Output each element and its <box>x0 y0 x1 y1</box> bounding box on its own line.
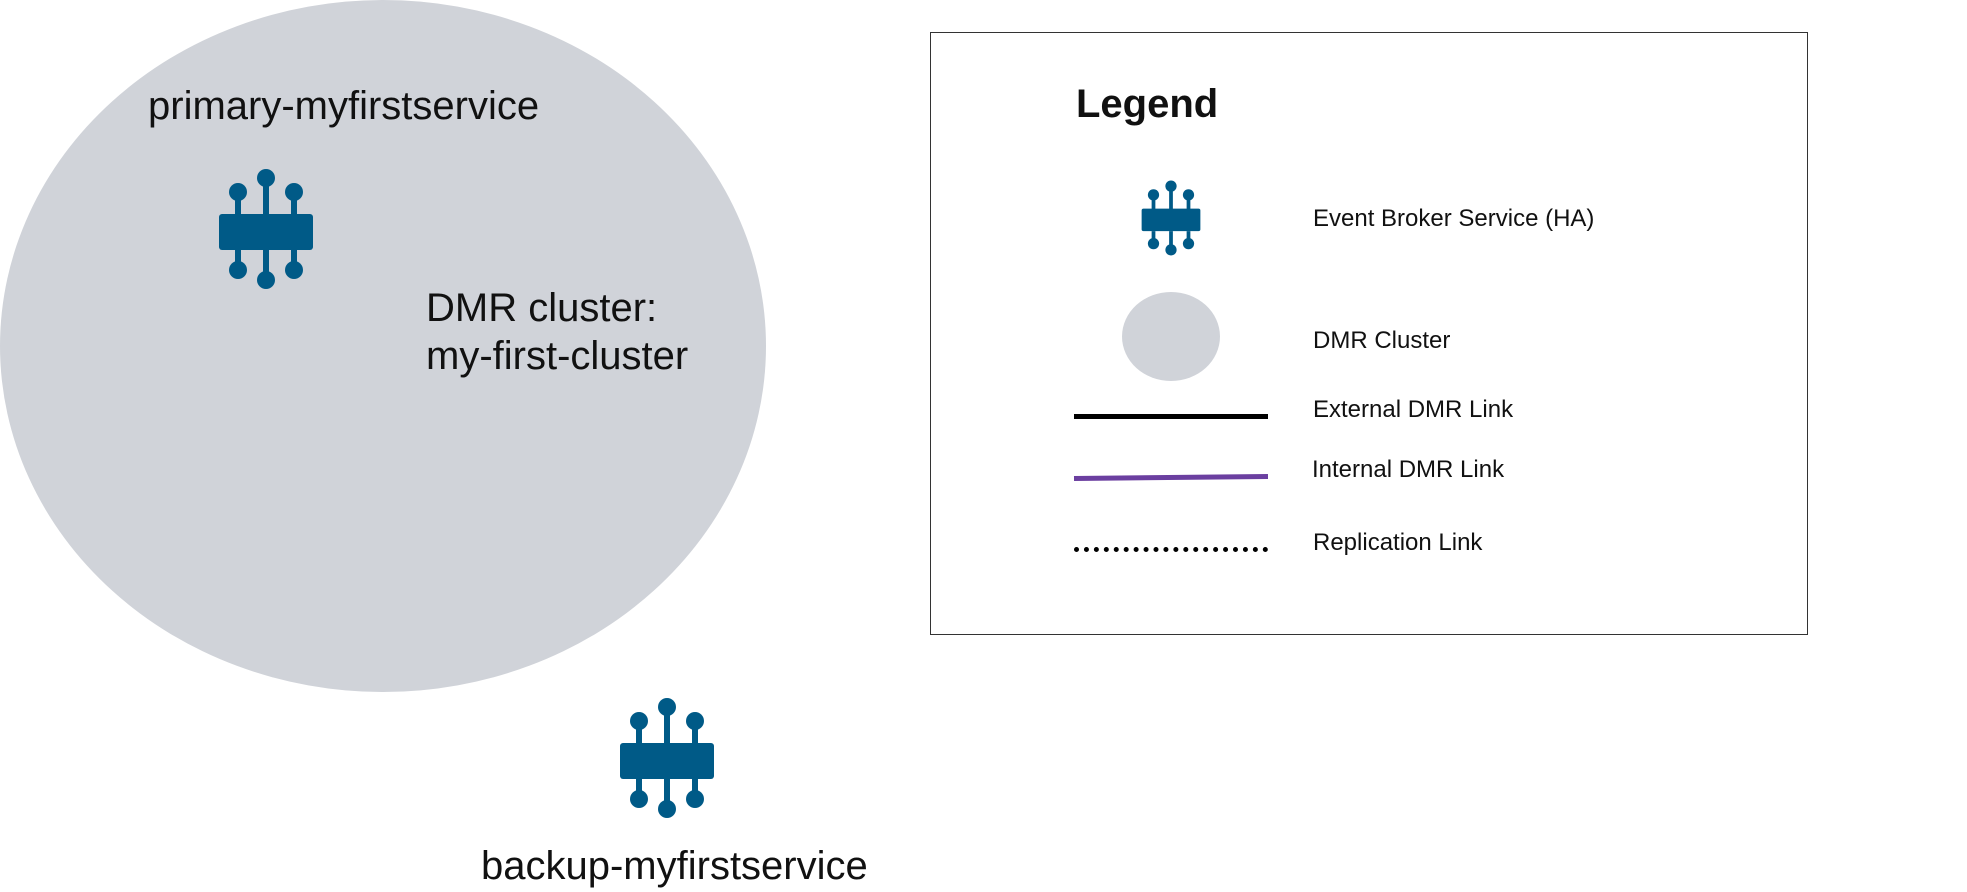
legend-label-event-broker: Event Broker Service (HA) <box>1313 205 1595 232</box>
legend-label-replication-link: Replication Link <box>1313 529 1483 556</box>
dmr-cluster-label-line2: my-first-cluster <box>426 334 689 378</box>
legend-dmr-cluster-circle <box>1122 292 1220 381</box>
legend-replication-link-line <box>1074 547 1268 552</box>
legend-box <box>930 32 1808 635</box>
legend-event-broker-icon <box>1141 173 1201 263</box>
dmr-cluster-label-line1: DMR cluster: <box>426 286 658 330</box>
primary-service-label: primary-myfirstservice <box>148 84 540 128</box>
dmr-cluster-label: DMR cluster: my-first-cluster <box>426 284 688 380</box>
legend-external-link-line <box>1074 414 1268 419</box>
dmr-cluster-ellipse <box>0 0 766 692</box>
event-broker-icon <box>218 168 314 290</box>
legend-label-dmr-cluster: DMR Cluster <box>1313 327 1451 354</box>
legend-label-internal-link: Internal DMR Link <box>1312 456 1505 483</box>
backup-service-label: backup-myfirstservice <box>481 844 868 888</box>
legend-title: Legend <box>1076 82 1219 126</box>
event-broker-icon <box>619 697 715 819</box>
legend-label-external-link: External DMR Link <box>1313 396 1514 423</box>
